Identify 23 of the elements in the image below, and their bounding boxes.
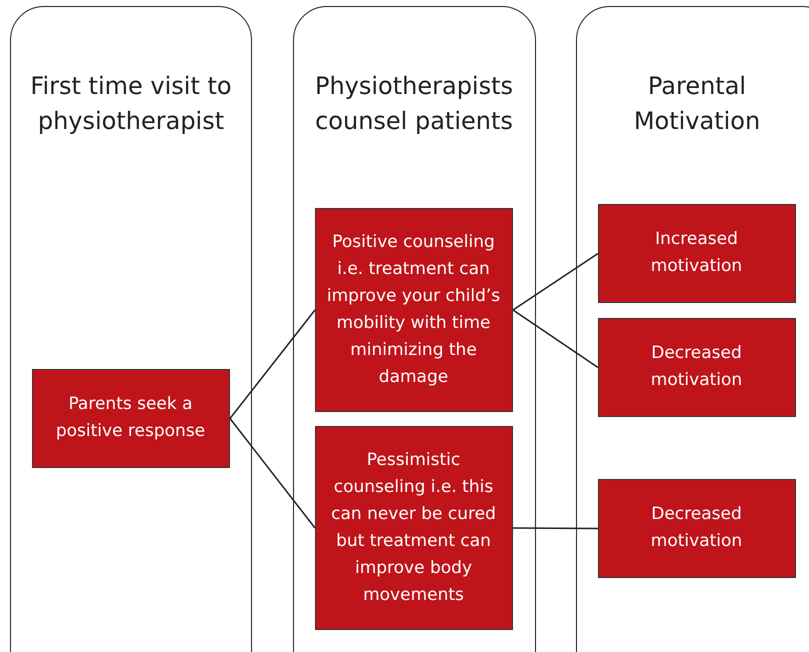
box-text: Parents seek a positive response: [54, 393, 206, 443]
column-panel: [576, 6, 809, 652]
box-text: Decreased motivation: [650, 503, 744, 553]
connector-line: [513, 527, 598, 530]
box-text: Decreased motivation: [650, 342, 744, 392]
process-box: [598, 318, 796, 416]
box-text: Positive counseling i.e. treatment can improve your child’s mobility with time minimizing the damage: [326, 230, 502, 388]
column-panel: [10, 6, 252, 652]
process-box: [598, 478, 796, 578]
connector-line: [512, 309, 598, 368]
column-heading: Physiotherapists counsel patients: [314, 71, 514, 137]
connector-line: [229, 418, 316, 528]
process-box: [314, 426, 512, 630]
process-box: [314, 208, 512, 412]
connector-line: [512, 252, 598, 311]
column-heading: First time visit to physiotherapist: [29, 71, 233, 137]
connector-line: [229, 310, 316, 419]
column-panel: [293, 6, 536, 652]
process-box: [598, 204, 796, 302]
column-heading: Parental Motivation: [632, 71, 762, 137]
process-box: [32, 368, 230, 468]
box-text: Pessimistic counseling i.e. this can never be cured but treatment can improve body movements: [330, 448, 497, 606]
box-text: Increased motivation: [650, 228, 744, 278]
